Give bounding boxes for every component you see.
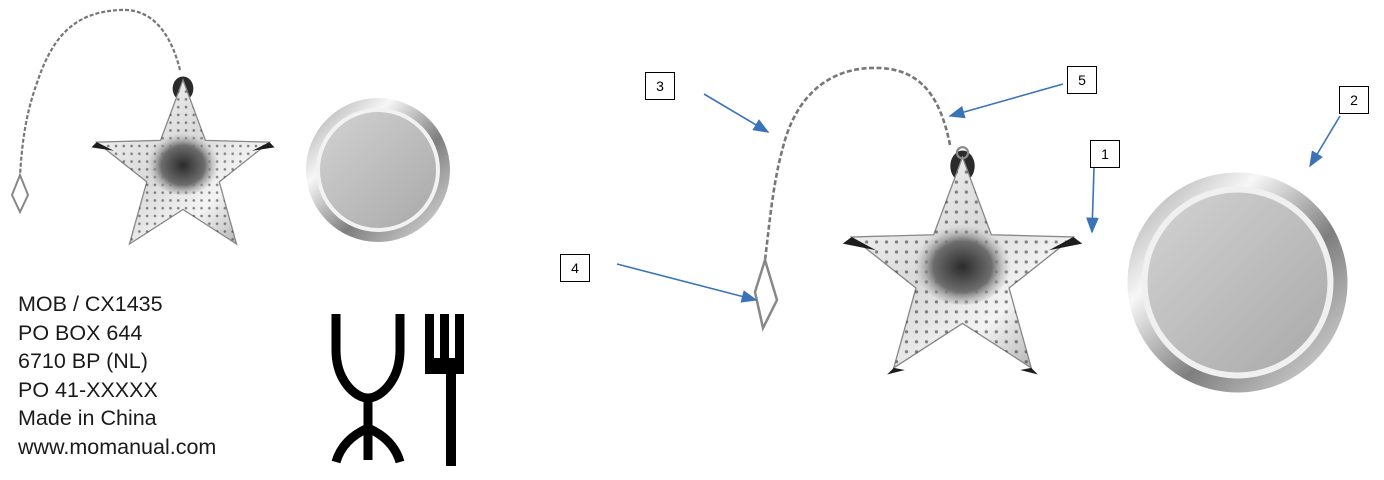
info-line: www.momanual.com — [18, 434, 217, 459]
glass-fork-icon — [331, 314, 464, 466]
callout-5: 5 — [1067, 66, 1097, 94]
arrow-1 — [1086, 167, 1099, 234]
callout-4: 4 — [560, 254, 590, 282]
arrow-4 — [616, 263, 758, 303]
callout-1: 1 — [1090, 140, 1120, 168]
arrow-2 — [1309, 115, 1341, 168]
product-info: MOB / CX1435 PO BOX 644 6710 BP (NL) PO … — [18, 290, 216, 462]
info-line: PO BOX 644 — [18, 320, 143, 345]
arrow-3 — [703, 93, 770, 133]
small-chain — [10, 8, 182, 215]
callout-2: 2 — [1339, 86, 1369, 114]
info-line: PO 41-XXXXX — [18, 377, 158, 402]
small-star-body — [91, 76, 275, 246]
info-line: Made in China — [18, 406, 157, 431]
large-lid — [1127, 172, 1348, 393]
small-lid — [306, 98, 450, 242]
info-line: MOB / CX1435 — [18, 292, 163, 316]
info-line: 6710 BP (NL) — [18, 349, 148, 374]
arrow-5 — [948, 83, 1064, 119]
callout-3: 3 — [645, 72, 675, 100]
large-chain — [753, 66, 952, 332]
small-star-infuser — [10, 8, 182, 215]
large-star-body — [842, 146, 1083, 375]
